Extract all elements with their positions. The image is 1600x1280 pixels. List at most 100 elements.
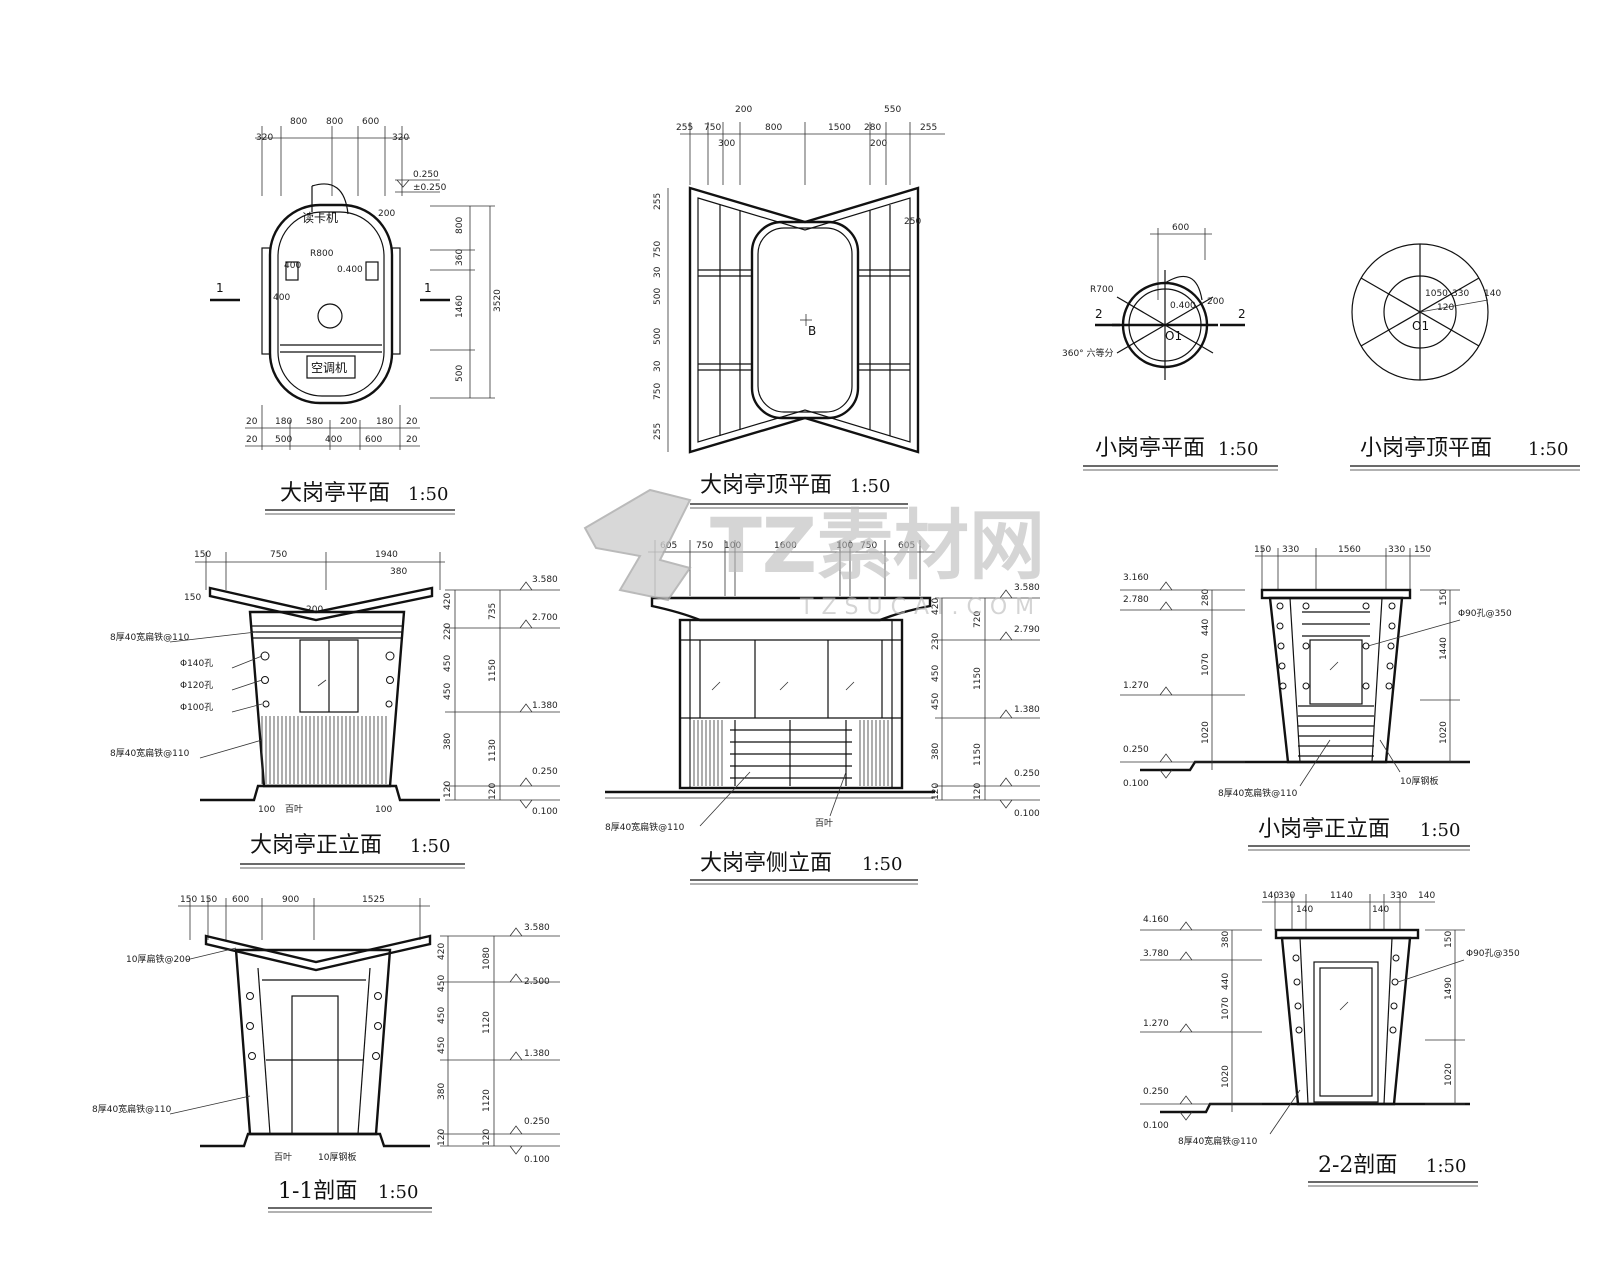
lp-dim-bot-2: 180 [275,417,292,427]
sf-rdim-3: 1020 [1439,721,1449,744]
lp-dim-right-total: 3520 [493,289,503,312]
title-section-22-scale: 1:50 [1426,1156,1466,1177]
s11-rdim-5: 380 [437,1083,447,1100]
lp-dim-bot2-4: 600 [365,435,382,445]
s11-label-4: 10厚钢板 [318,1151,356,1163]
lp-reader-label: 读卡机 [302,211,338,225]
sf-ldim-1: 280 [1201,589,1211,606]
sp-cut-right: 2 [1238,307,1246,321]
lf-level-2: 2.700 [532,613,558,623]
lp-dim-right-2: 360 [455,249,465,266]
ls-level-2: 2.790 [1014,625,1040,635]
lf-rdim-3: 450 [443,655,453,672]
lr-ldim-5: 500 [653,328,663,345]
lr-dim-extra-1: 200 [735,105,752,115]
small-plan-view: 600 2 2 R700 0.400 200 O1 360° 六等分 小岗亭平面… [1062,223,1278,471]
ls-level-3: 1.380 [1014,705,1040,715]
s11-rdim-4: 450 [437,1037,447,1054]
lf-level-1: 3.580 [532,575,558,585]
s11-rdim2-4: 120 [482,1129,492,1146]
title-large-side-scale: 1:50 [862,854,902,875]
s11-rdim-1: 420 [437,943,447,960]
lp-door-swing [311,183,349,215]
sr-center: O1 [1412,319,1429,333]
sf-level-4: 0.250 [1123,745,1149,755]
lf-bottom-1: 100 [258,805,275,815]
ls-dim-2: 750 [696,541,713,551]
title-large-front: 大岗亭正立面 [250,833,382,858]
title-large-front-scale: 1:50 [410,836,450,857]
title-large-roof: 大岗亭顶平面 [700,473,832,498]
sr-dim-2: 330 [1452,289,1469,299]
title-section-11: 1-1剖面 [278,1179,357,1204]
large-roof-view: 255 750 300 800 1500 200 280 255 200 550… [653,105,945,509]
sf-ldim-2: 440 [1201,619,1211,636]
lp-dim-bot2-1: 20 [246,435,258,445]
s22-ldim-1: 380 [1221,931,1231,948]
lp-dim-right-4: 500 [455,365,465,382]
s22-label-1: Φ90孔@350 [1466,948,1520,959]
lf-label-3: Φ120孔 [180,680,213,691]
s11-label-1: 10厚扁铁@200 [126,953,191,965]
sf-level-5: 0.100 [1123,779,1149,789]
s22-dim-7: 140 [1418,891,1435,901]
ls-label-2: 百叶 [815,818,833,829]
s11-level-4: 0.250 [524,1117,550,1127]
ls-rdim2-4: 120 [973,783,983,800]
s11-dim-2: 150 [200,895,217,905]
lf-rdim-1: 420 [443,593,453,610]
lp-dim-bot-4: 200 [340,417,357,427]
sf-label-2: 8厚40宽扁铁@110 [1218,787,1298,799]
s22-ldim-4: 1020 [1221,1065,1231,1088]
sp-r700: R700 [1090,285,1114,295]
lp-window-left [261,247,271,355]
title-small-front-scale: 1:50 [1420,820,1460,841]
title-large-side: 大岗亭侧立面 [700,851,832,876]
s22-dim-2: 330 [1278,891,1295,901]
s11-roof [204,934,432,972]
section-11-view: 150 150 600 900 1525 10厚扁铁@200 8厚40宽扁铁@1… [92,895,560,1213]
ls-rdim-4: 450 [931,693,941,710]
lf-rdim2-3: 1130 [488,739,498,762]
lr-ldim-8: 255 [653,423,663,440]
sr-dim-1: 1050 [1425,289,1448,299]
ls-rdim2-2: 1150 [973,667,983,690]
s22-level-3: 1.270 [1143,1019,1169,1029]
sf-ldim-4: 1020 [1201,721,1211,744]
lp-level-1: 0.250 [413,170,439,180]
lf-rdim-5: 380 [443,733,453,750]
lp-r800: R800 [310,249,334,259]
lp-dim-bot-6: 20 [406,417,418,427]
lf-dim-top-2: 750 [270,550,287,560]
s22-door [1313,961,1379,1103]
s11-label-2: 8厚40宽扁铁@110 [92,1103,172,1115]
ls-rdim2-3: 1150 [973,743,983,766]
sf-rdim-1: 150 [1439,589,1449,606]
title-large-plan: 大岗亭平面 [280,481,390,506]
lp-dim-top-4: 600 [362,117,379,127]
ls-level-1: 3.580 [1014,583,1040,593]
s11-rdim2-1: 1080 [482,947,492,970]
lp-dim-bot2-2: 500 [275,435,292,445]
sf-dim-1: 150 [1254,545,1271,555]
small-front-view: 150 330 1560 330 150 [1120,545,1512,851]
large-plan-view: 320 800 800 600 320 0.250 ±0.250 读卡机 R80… [210,117,503,515]
sp-center: O1 [1165,329,1182,343]
lr-ldim-4: 500 [653,288,663,305]
lr-callout: 250 [904,217,921,227]
s11-door [291,995,339,1135]
lr-point-b: B [808,324,816,338]
s11-rdim-6: 120 [437,1129,447,1146]
lp-window-right [391,247,401,355]
sf-level-2: 2.780 [1123,595,1149,605]
sp-dim-top: 600 [1172,223,1189,233]
title-small-plan-scale: 1:50 [1218,439,1258,460]
lr-dim-8: 255 [920,123,937,133]
ls-rdim-6: 120 [931,783,941,800]
lp-d200: 200 [378,209,395,219]
lr-dim-3: 300 [718,139,735,149]
lp-dim-top-3: 800 [326,117,343,127]
lf-label-5: 8厚40宽扁铁@110 [110,747,190,759]
title-small-plan: 小岗亭平面 [1095,436,1205,461]
lp-elev: 0.400 [337,265,363,275]
